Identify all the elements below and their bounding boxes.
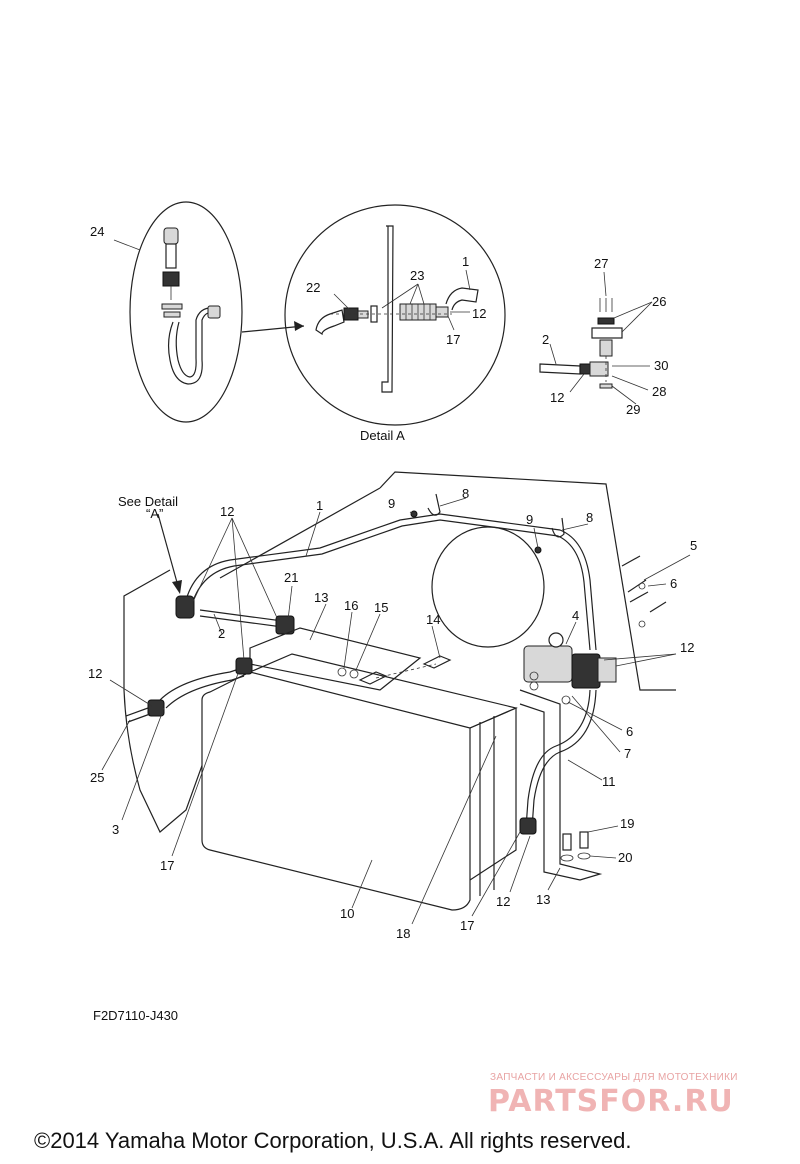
callout-9-b: 9 xyxy=(526,512,533,527)
callout-29: 29 xyxy=(626,402,640,417)
callout-20: 20 xyxy=(618,850,632,865)
callout-21: 21 xyxy=(284,570,298,585)
see-detail-ref: “A” xyxy=(146,506,163,521)
callouts: 24 22 23 1 12 17 Detail A 27 26 2 30 28 … xyxy=(88,224,697,941)
callout-2-main: 2 xyxy=(218,626,225,641)
callout-14: 14 xyxy=(426,612,440,627)
callout-8-a: 8 xyxy=(462,486,469,501)
callout-1-main: 1 xyxy=(316,498,323,513)
detail-24-ellipse xyxy=(129,201,243,423)
callout-12-left: 12 xyxy=(88,666,102,681)
callout-15: 15 xyxy=(374,600,388,615)
detail-a-label: Detail A xyxy=(360,428,405,443)
callout-19: 19 xyxy=(620,816,634,831)
callout-28: 28 xyxy=(652,384,666,399)
callout-3: 3 xyxy=(112,822,119,837)
callout-17-detail: 17 xyxy=(446,332,460,347)
copyright-notice: ©2014 Yamaha Motor Corporation, U.S.A. A… xyxy=(34,1128,632,1153)
see-detail-label: See Detail xyxy=(118,494,178,509)
callout-12-right: 12 xyxy=(680,640,694,655)
detail-a-group xyxy=(284,204,506,426)
callout-27: 27 xyxy=(594,256,608,271)
callout-8-b: 8 xyxy=(586,510,593,525)
callout-12-bottom: 12 xyxy=(496,894,510,909)
callout-23: 23 xyxy=(410,268,424,283)
callout-26: 26 xyxy=(652,294,666,309)
callout-2-detail: 2 xyxy=(542,332,549,347)
callout-18: 18 xyxy=(396,926,410,941)
callout-1-detail: 1 xyxy=(462,254,469,269)
callout-17-left: 17 xyxy=(160,858,174,873)
watermark-tagline: ЗАПЧАСТИ И АКСЕССУАРЫ ДЛЯ МОТОТЕХНИКИ xyxy=(490,1072,738,1083)
callout-6-a: 6 xyxy=(670,576,677,591)
detail-a-circle xyxy=(284,204,506,426)
callout-5: 5 xyxy=(690,538,697,553)
callout-9-a: 9 xyxy=(388,496,395,511)
callout-16: 16 xyxy=(344,598,358,613)
watermark-logo: PARTSFOR.RU xyxy=(488,1084,734,1119)
callout-22: 22 xyxy=(306,280,320,295)
callout-11: 11 xyxy=(602,774,616,789)
detail-fastener-group xyxy=(539,298,623,389)
drawing-code: F2D7110-J430 xyxy=(93,1008,179,1023)
callout-10: 10 xyxy=(340,906,354,921)
callout-13-a: 13 xyxy=(314,590,328,605)
callout-25: 25 xyxy=(90,770,104,785)
callout-6-b: 6 xyxy=(626,724,633,739)
detail-24-group xyxy=(129,201,305,423)
callout-4: 4 xyxy=(572,608,579,623)
callout-24: 24 xyxy=(90,224,104,239)
callout-12-detail: 12 xyxy=(472,306,486,321)
main-assembly xyxy=(123,471,676,911)
callout-17-bottom: 17 xyxy=(460,918,474,933)
leader-lines xyxy=(101,239,691,925)
callout-12-fastener: 12 xyxy=(550,390,564,405)
callout-30: 30 xyxy=(654,358,668,373)
callout-12-upper: 12 xyxy=(220,504,234,519)
callout-7: 7 xyxy=(624,746,631,761)
callout-13-b: 13 xyxy=(536,892,550,907)
